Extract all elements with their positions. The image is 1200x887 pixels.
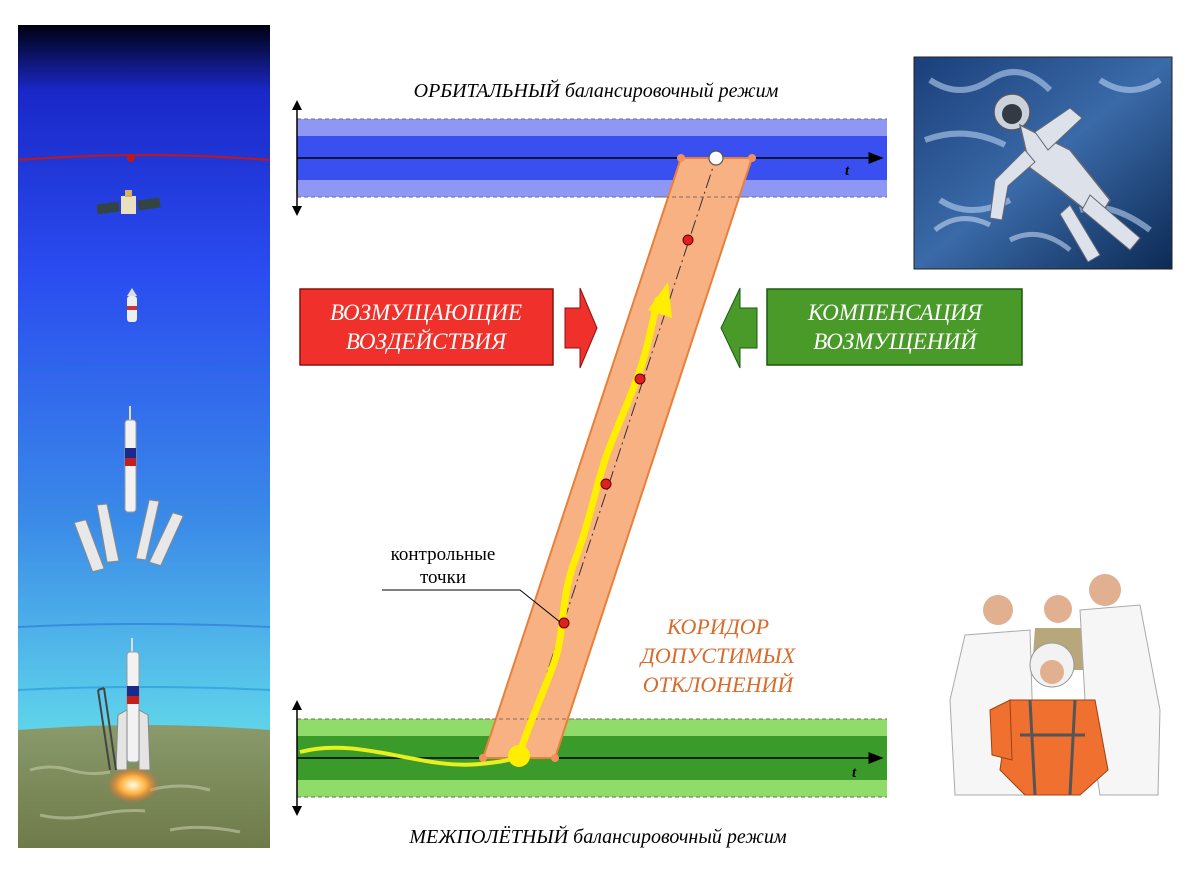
rocket-on-pad-icon: [97, 638, 159, 803]
corridor-corner-point: [551, 754, 559, 762]
capsule-icon: [127, 288, 137, 322]
control-point: [634, 373, 646, 385]
trajectory: [299, 150, 724, 767]
atmosphere-layer-line: [17, 686, 271, 691]
corridor-label-line3: ОТКЛОНЕНИЙ: [643, 672, 795, 697]
spacewalk-photo: [913, 56, 1173, 270]
corridor-label-line2: ДОПУСТИМЫХ: [639, 643, 797, 668]
interflight-axis-label: t: [852, 765, 857, 781]
compensation-line2: ВОЗМУЩЕНИЙ: [813, 328, 978, 354]
corridor-centerline: [518, 157, 717, 759]
orbit-point: [127, 154, 135, 162]
disturbance-line2: ВОЗДЕЙСТВИЯ: [346, 328, 508, 354]
trajectory-arrowhead: [648, 282, 672, 318]
atmosphere-layer-line: [17, 508, 271, 513]
interflight-regime-title: МЕЖПОЛЁТНЫЙ балансировочный режим: [408, 824, 787, 848]
atmosphere-layer-line: [17, 366, 271, 371]
disturbance-arrow-icon: [564, 287, 598, 369]
orbital-regime-band: t: [292, 100, 887, 216]
target-point: [708, 150, 724, 166]
launch-panel: [17, 25, 271, 848]
booster-icon: [73, 499, 185, 573]
crew-photo: [949, 574, 1161, 796]
disturbance-box: ВОЗМУЩАЮЩИЕ ВОЗДЕЙСТВИЯ: [299, 288, 554, 366]
corridor-label-line1: КОРИДОР: [666, 614, 769, 639]
compensation-line1: КОМПЕНСАЦИЯ: [807, 300, 984, 325]
deviation-corridor: [479, 154, 756, 762]
control-point: [558, 617, 570, 629]
control-point: [682, 234, 694, 246]
control-points-label-line2: точки: [420, 567, 466, 588]
orbital-regime-title: ОРБИТАЛЬНЫЙ балансировочный режим: [414, 78, 779, 102]
orbit-line: [17, 154, 271, 161]
control-points-leader: [382, 589, 561, 623]
compensation-box: КОМПЕНСАЦИЯ ВОЗМУЩЕНИЙ: [766, 288, 1023, 366]
satellite-icon: [96, 190, 161, 215]
corridor-corner-point: [479, 754, 487, 762]
rocket-upper-stage-icon: [124, 406, 137, 513]
disturbance-line1: ВОЗМУЩАЮЩИЕ: [330, 300, 522, 325]
interflight-wave: [299, 745, 520, 767]
atmosphere-layer-line: [17, 623, 271, 628]
trajectory-start-point: [508, 745, 530, 767]
sky-background: [18, 25, 270, 848]
orbital-axis-label: t: [845, 163, 850, 179]
trajectory-line: [515, 296, 662, 760]
control-point: [600, 478, 612, 490]
control-points-label-line1: контрольные: [391, 544, 496, 565]
compensation-arrow-icon: [720, 287, 758, 369]
corridor-corner-point: [677, 154, 685, 162]
interflight-regime-band: t: [292, 700, 887, 816]
corridor-corner-point: [748, 154, 756, 162]
